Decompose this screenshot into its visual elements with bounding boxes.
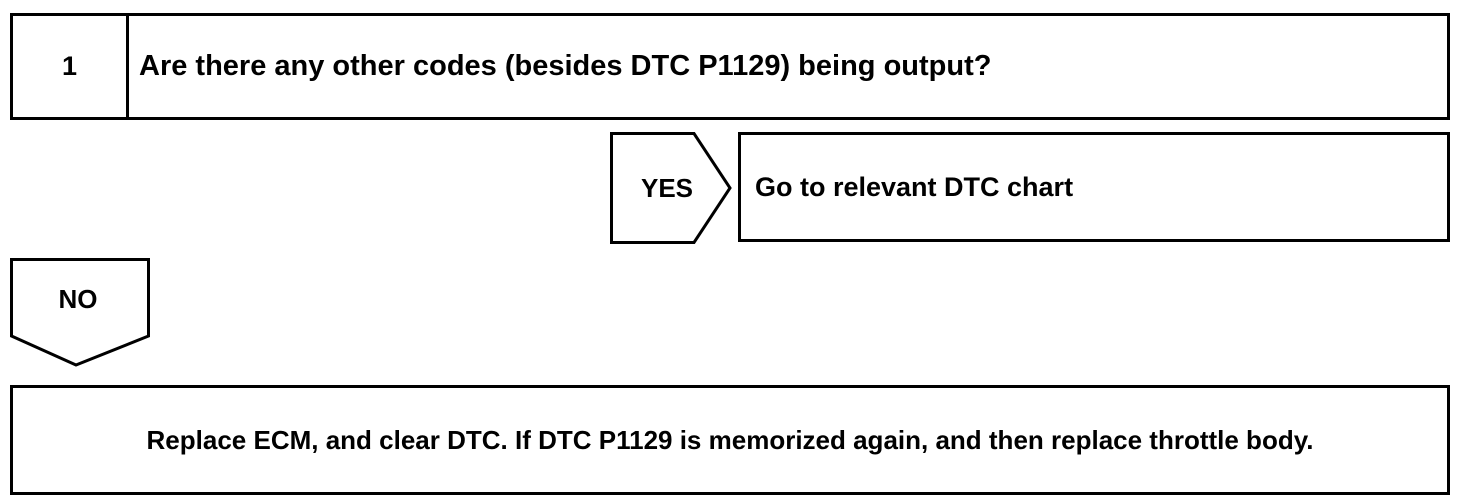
- no-label: NO: [58, 284, 98, 314]
- yes-action-box: Go to relevant DTC chart: [738, 132, 1450, 242]
- yes-label: YES: [640, 172, 694, 203]
- no-arrow-shape: [10, 258, 150, 367]
- no-action-box: Replace ECM, and clear DTC. If DTC P1129…: [10, 385, 1450, 495]
- step-question: Are there any other codes (besides DTC P…: [139, 50, 992, 82]
- yes-arrow-shape: [610, 132, 732, 244]
- step-number: 1: [13, 16, 129, 117]
- step-box: 1 Are there any other codes (besides DTC…: [10, 13, 1450, 120]
